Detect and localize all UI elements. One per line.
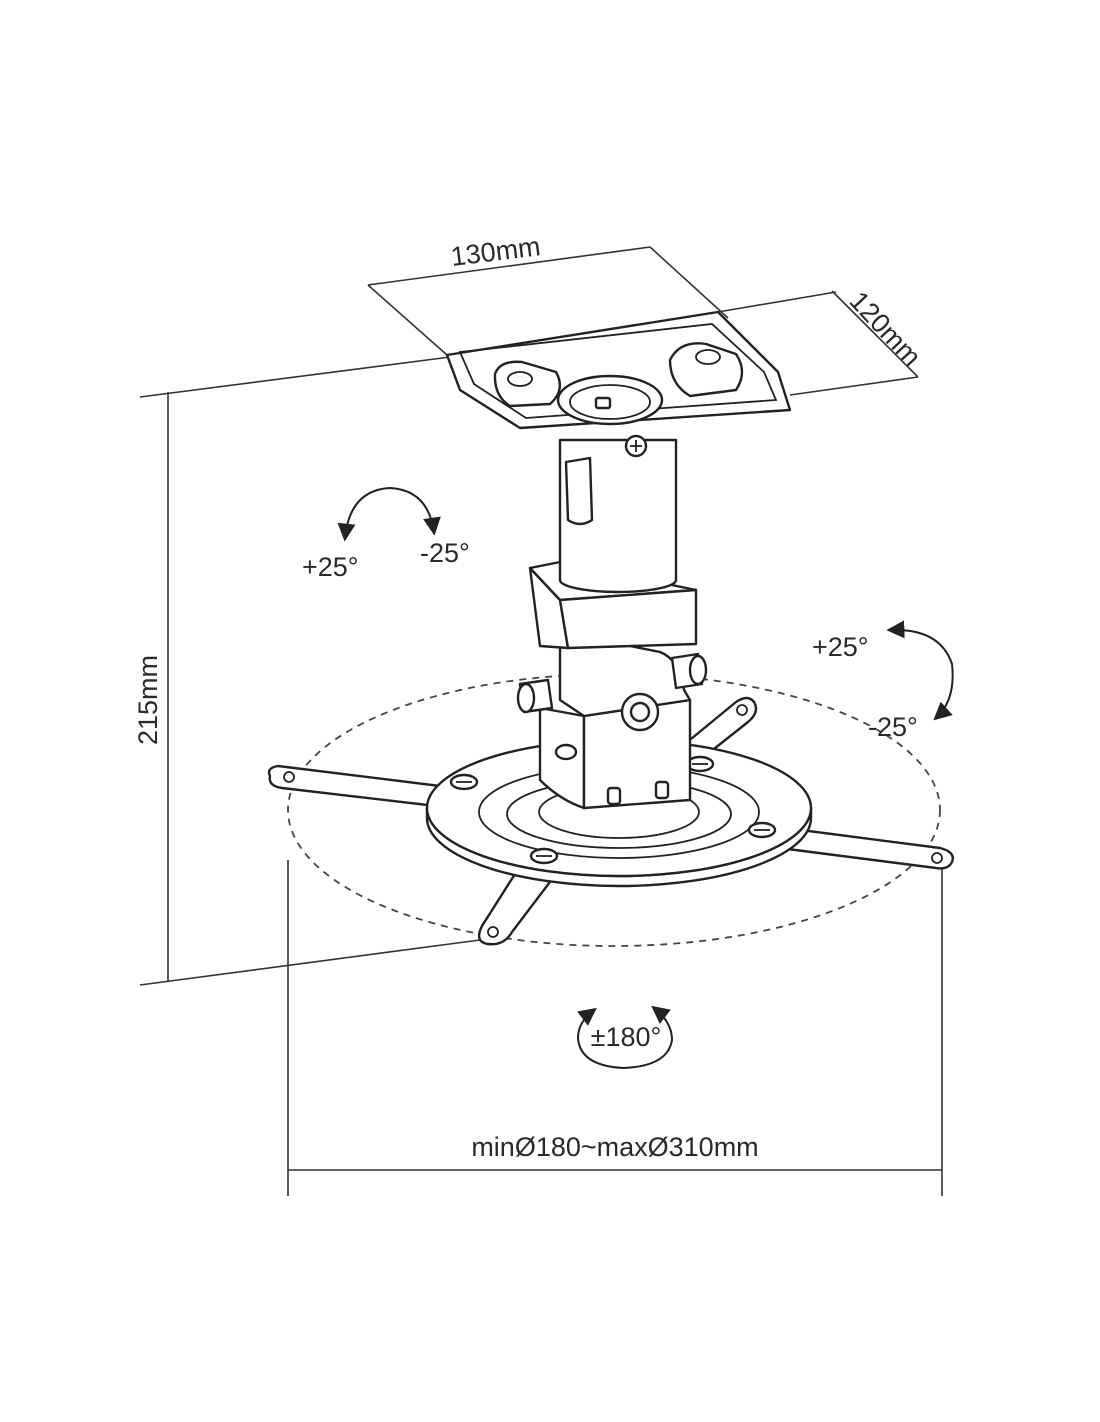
depth-dimension-line <box>831 290 919 378</box>
ceiling-boss-right <box>668 342 744 398</box>
width-dimension-line <box>367 246 651 286</box>
swivel-indicator: ±180° <box>576 1005 674 1070</box>
bracket-screw-side <box>554 743 578 761</box>
depth-label: 120mm <box>844 286 927 372</box>
ceiling-plate-inner <box>458 323 778 419</box>
base-plate <box>425 738 813 888</box>
span-label: minØ180~maxØ310mm <box>471 1132 758 1162</box>
tilt-left-minus-label: -25° <box>420 538 470 568</box>
width-label: 130mm <box>449 231 542 272</box>
leg-front-hole <box>487 926 499 938</box>
leg-back <box>678 696 758 762</box>
leg-front <box>477 864 558 946</box>
base-screw-left <box>449 773 479 791</box>
width-extension-left <box>367 284 448 356</box>
leg-right <box>762 824 954 870</box>
bracket-tab-left <box>606 786 622 806</box>
height-label: 215mm <box>133 655 163 745</box>
span-dimension: minØ180~maxØ310mm <box>287 860 943 1196</box>
base-screw-front <box>529 847 559 865</box>
leg-back-hole <box>736 704 748 716</box>
tilt-indicator-right: +25° -25° <box>812 620 954 742</box>
tilt-right-arrow <box>886 620 954 721</box>
ceiling-hole-right <box>695 349 721 365</box>
leg-right-hole <box>931 852 943 864</box>
tilt-right-minus-label: -25° <box>868 712 918 742</box>
base-screw-right <box>747 821 777 839</box>
tilt-knob-right-cap <box>688 654 708 686</box>
clamp-front <box>558 588 698 650</box>
tilt-left-arrow <box>337 486 441 542</box>
width-extension-right <box>649 246 729 319</box>
swivel-arrow <box>576 1005 674 1070</box>
swivel-label: ±180° <box>591 1022 662 1052</box>
tilt-indicator-left: +25° -25° <box>302 486 470 582</box>
tube-slot <box>564 456 594 526</box>
ceiling-center-hole <box>569 384 651 420</box>
extension-tube <box>558 434 678 594</box>
tilt-right-plus-label: +25° <box>812 632 869 662</box>
depth-extension-bottom <box>789 376 919 396</box>
leg-left <box>267 764 442 808</box>
ceiling-center-pin <box>594 396 612 410</box>
depth-extension-top <box>717 291 837 313</box>
bracket-pivot-bolt <box>629 701 651 723</box>
height-dimension: 215mm <box>133 356 481 986</box>
ceiling-hole-left <box>507 371 533 387</box>
tilt-left-plus-label: +25° <box>302 552 359 582</box>
height-extension-bottom <box>139 939 481 986</box>
bracket-tab-right <box>654 780 670 800</box>
tilt-knob-left-cap <box>516 682 536 714</box>
leg-left-hole <box>283 771 295 783</box>
tilt-bracket <box>516 637 708 810</box>
ceiling-plate <box>445 310 792 430</box>
height-extension-top <box>139 356 451 398</box>
